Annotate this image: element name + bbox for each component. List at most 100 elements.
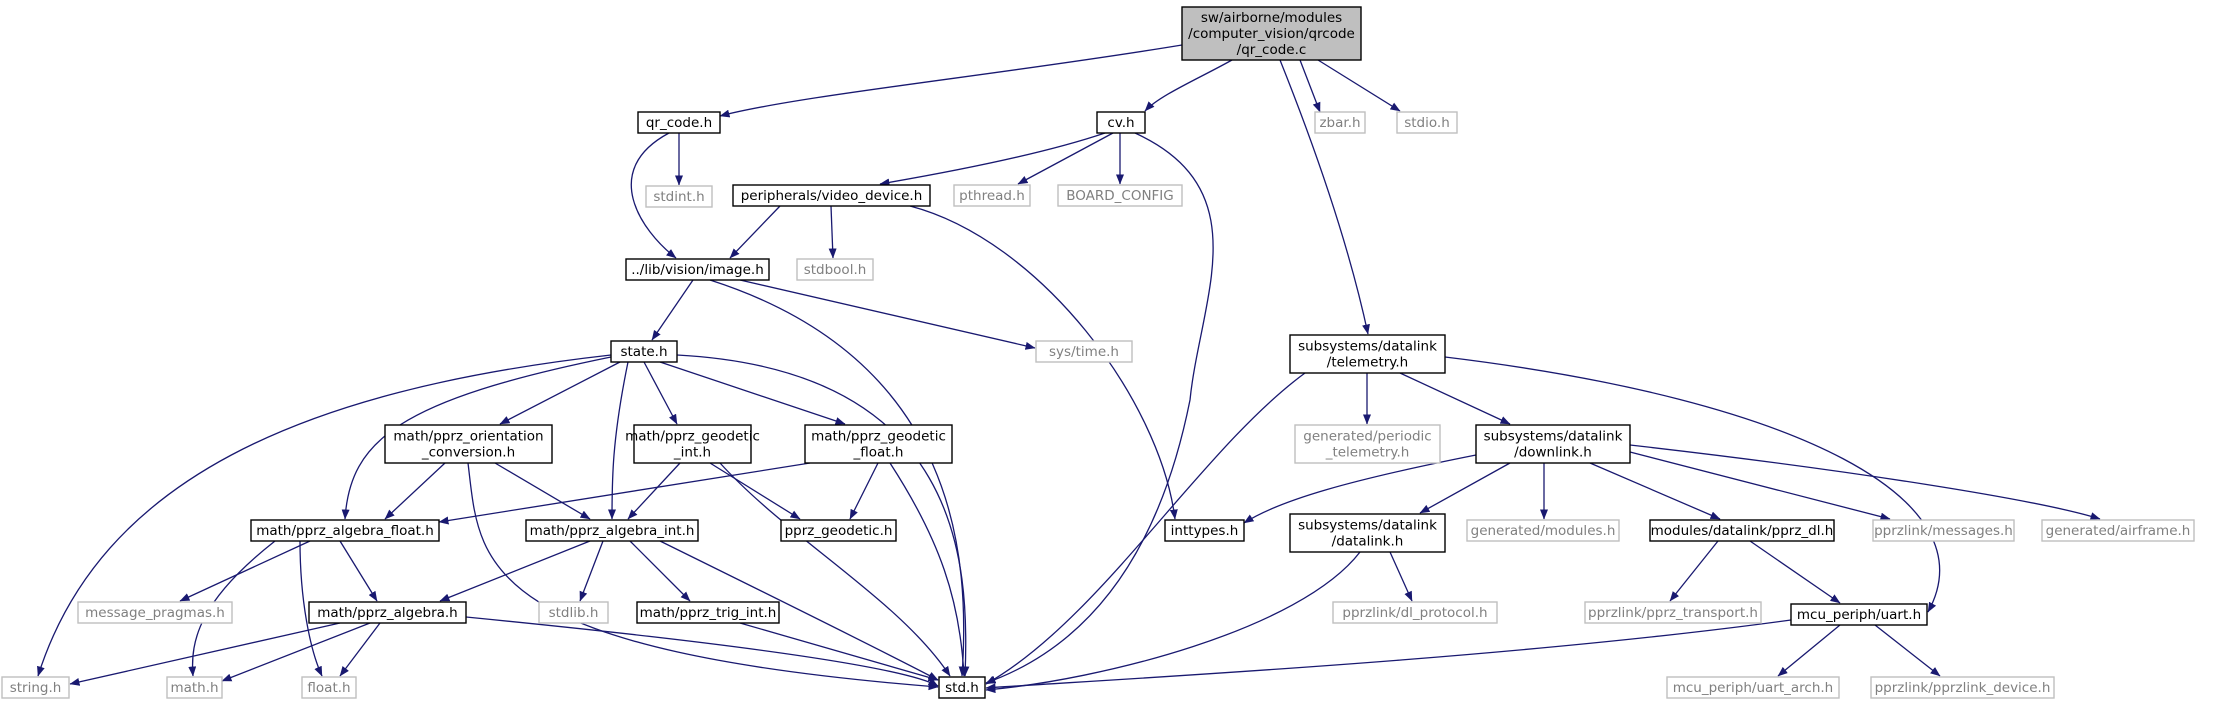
node-downlink-h[interactable]: subsystems/datalink/downlink.h: [1475, 424, 1631, 464]
node-label: _int.h: [673, 445, 711, 461]
node-box: [796, 258, 874, 281]
edge-video_device_h-to-inttypes_h: [909, 205, 1178, 520]
node-box: [1584, 601, 1762, 624]
node-label: pprzlink/pprzlink_device.h: [1875, 680, 2051, 696]
edge-geodetic_int_h-to-pprz_geodetic_h: [709, 462, 801, 520]
node-label: /datalink.h: [1332, 534, 1404, 550]
node-label: /telemetry.h: [1327, 355, 1408, 371]
node-uart-h[interactable]: mcu_periph/uart.h: [1790, 603, 1928, 626]
node-label: pprz_geodetic.h: [785, 523, 893, 539]
node-label: peripherals/video_device.h: [741, 188, 923, 204]
node-root[interactable]: sw/airborne/modules/computer_vision/qrco…: [1181, 6, 1362, 61]
edge-state_h-to-orientation_h: [499, 361, 621, 425]
node-box: [953, 184, 1031, 207]
node-math-h: math.h: [166, 676, 223, 699]
node-trig-int-h[interactable]: math/pprz_trig_int.h: [636, 601, 780, 624]
node-box: [804, 424, 953, 464]
node-inttypes-h[interactable]: inttypes.h: [1164, 519, 1245, 542]
node-box: [77, 601, 233, 624]
node-label: qr_code.h: [646, 115, 712, 131]
node-box: [1289, 513, 1446, 553]
edge-uart_h-to-uart_arch_h: [1777, 624, 1841, 677]
node-geodetic-int-h[interactable]: math/pprz_geodetic_int.h: [625, 424, 760, 464]
node-label: generated/periodic: [1303, 429, 1431, 445]
node-label: subsystems/datalink: [1484, 429, 1623, 445]
node-label: _float.h: [853, 445, 904, 461]
edge-root-to-cv_h: [1144, 59, 1233, 112]
edge-cv_h-to-video_device_h: [879, 132, 1106, 187]
node-label: modules/datalink/pprz_dl.h: [1651, 523, 1834, 539]
node-box: [732, 184, 931, 207]
node-std-h[interactable]: std.h: [938, 676, 986, 699]
edge-downlink_h-to-inttypes_h: [1243, 454, 1477, 524]
node-geodetic-float-h[interactable]: math/pprz_geodetic_float.h: [804, 424, 953, 464]
edge-state_h-to-string_h: [37, 354, 612, 677]
edge-image_h-to-std_h: [709, 279, 967, 677]
node-label: math/pprz_geodetic: [811, 429, 946, 445]
node-orientation-h[interactable]: math/pprz_orientation_conversion.h: [384, 424, 553, 464]
node-box: [637, 111, 721, 134]
edge-pprz_algebra_h-to-math_h: [221, 622, 371, 682]
edge-cv_h-to-pthread_h: [1017, 132, 1114, 185]
edge-video_device_h-to-stdbool_h: [828, 205, 837, 259]
node-box: [1181, 6, 1362, 61]
node-zbar-h: zbar.h: [1314, 111, 1366, 134]
edge-orientation_h-to-algebra_int_h: [494, 462, 591, 520]
edge-algebra_int_h-to-std_h: [659, 540, 939, 681]
node-image-h[interactable]: ../lib/vision/image.h: [625, 258, 770, 281]
node-state-h[interactable]: state.h: [610, 340, 678, 363]
edge-uart_h-to-pprzlink_device_h: [1874, 624, 1941, 677]
node-box: [780, 519, 897, 542]
node-pprz-dl-h[interactable]: modules/datalink/pprz_dl.h: [1649, 519, 1835, 542]
edge-algebra_int_h-to-stdlib_h: [579, 540, 604, 602]
edge-telemetry_h-to-uart_h: [1444, 356, 1941, 613]
edge-algebra_float_h-to-pprz_algebra_h: [339, 540, 378, 602]
node-algebra-float-h[interactable]: math/pprz_algebra_float.h: [250, 519, 440, 542]
node-algebra-int-h[interactable]: math/pprz_algebra_int.h: [525, 519, 699, 542]
node-label: stdlib.h: [549, 605, 599, 621]
node-datalink-h[interactable]: subsystems/datalink/datalink.h: [1289, 513, 1446, 553]
node-box: [308, 601, 467, 624]
node-dl-protocol-h: pprzlink/dl_protocol.h: [1332, 601, 1498, 624]
node-label: sys/time.h: [1049, 344, 1119, 360]
node-label: math/pprz_geodetic: [625, 429, 760, 445]
node-label: math/pprz_algebra.h: [317, 605, 457, 621]
node-box: [938, 676, 986, 699]
node-box: [166, 676, 223, 699]
node-pprz-geodetic-h[interactable]: pprz_geodetic.h: [780, 519, 897, 542]
node-cv-h[interactable]: cv.h: [1096, 111, 1146, 134]
edge-root-to-qr_code_h: [719, 44, 1183, 118]
node-box: [1870, 676, 2055, 699]
node-label: subsystems/datalink: [1298, 518, 1437, 534]
node-label: _conversion.h: [421, 445, 515, 461]
edge-algebra_int_h-to-trig_int_h: [629, 540, 691, 602]
node-stdlib-h: stdlib.h: [538, 601, 609, 624]
node-box: [645, 185, 713, 208]
node-label: stdint.h: [653, 189, 704, 205]
node-label: sw/airborne/modules: [1201, 10, 1342, 26]
node-telemetry-h[interactable]: subsystems/datalink/telemetry.h: [1289, 334, 1446, 374]
edge-image_h-to-sys_time_h: [739, 279, 1036, 350]
node-gen-modules-h: generated/modules.h: [1466, 519, 1620, 542]
edge-pprz_algebra_h-to-std_h: [465, 616, 939, 687]
node-box: [1649, 519, 1835, 542]
node-label: /downlink.h: [1514, 445, 1592, 461]
edge-uart_h-to-std_h: [985, 619, 1792, 692]
node-box: [1, 676, 70, 699]
edge-state_h-to-std_h: [676, 354, 970, 677]
edge-datalink_h-to-dl_protocol_h: [1389, 551, 1413, 602]
node-video-device-h[interactable]: peripherals/video_device.h: [732, 184, 931, 207]
node-label: std.h: [945, 680, 979, 696]
node-label: float.h: [307, 680, 350, 696]
edge-algebra_int_h-to-pprz_algebra_h: [439, 540, 591, 602]
edge-state_h-to-geodetic_float_h: [659, 361, 846, 425]
edge-downlink_h-to-messages_h: [1629, 451, 1891, 521]
node-pprz-algebra-h[interactable]: math/pprz_algebra.h: [308, 601, 467, 624]
node-stdio-h: stdio.h: [1396, 111, 1458, 134]
edge-root-to-zbar_h: [1299, 59, 1321, 113]
node-label: pprzlink/pprz_transport.h: [1588, 605, 1758, 621]
node-qr-code-h[interactable]: qr_code.h: [637, 111, 721, 134]
edge-orientation_h-to-algebra_float_h: [384, 462, 446, 520]
edge-algebra_float_h-to-float_h: [299, 540, 323, 677]
